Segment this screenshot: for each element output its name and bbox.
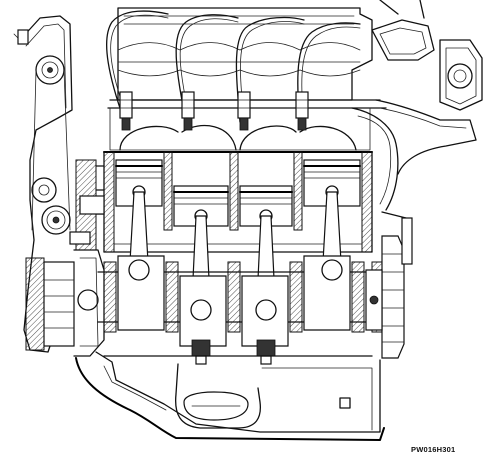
pistons — [115, 159, 361, 227]
oil-pan — [75, 351, 385, 441]
front-timing-cover — [13, 15, 105, 357]
exhaust-manifold — [351, 0, 483, 211]
spark-plug-3 — [237, 91, 251, 131]
crankshaft — [97, 255, 379, 365]
spark-plug-wires — [106, 10, 361, 123]
spark-plug-2 — [181, 91, 195, 131]
spark-plugs — [119, 91, 309, 131]
figure-reference-code: PW016H301 — [411, 445, 456, 454]
flywheel — [365, 211, 413, 359]
piston-3 — [239, 185, 293, 227]
spark-plug-1 — [119, 91, 133, 131]
spark-plug-4 — [295, 91, 309, 131]
piston-2 — [173, 185, 229, 227]
timing-gear — [41, 205, 91, 245]
